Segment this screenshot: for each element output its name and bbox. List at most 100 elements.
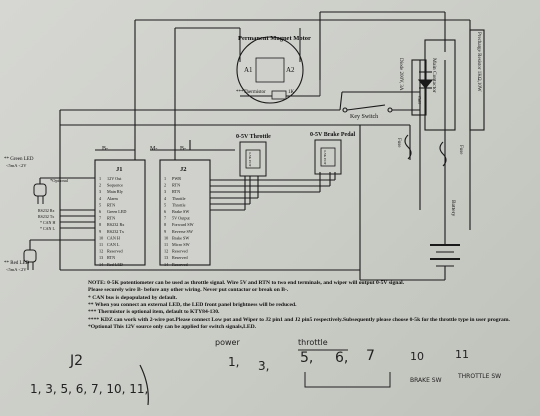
key-switch-label: Key Switch: [350, 114, 378, 120]
diode-label: Diode 200V, 3A: [398, 58, 403, 91]
j2-pin-num: 2: [164, 183, 166, 188]
wires: [29, 11, 485, 281]
fuse-label-2: Fuse: [458, 145, 463, 155]
hand-left-pins: 1, 3, 5, 6, 7, 10, 11,: [30, 382, 148, 396]
handwriting: J2 1, 3, 5, 6, 7, 10, 11, power throttle…: [30, 338, 501, 406]
can-h-label: * CAN H: [40, 220, 55, 225]
hand-throttle: throttle: [298, 338, 328, 347]
j1-pin-num: 12: [99, 249, 103, 254]
j1-pin-label: Main Rly: [107, 189, 124, 194]
bus-m-minus: M-: [150, 146, 157, 152]
j2-pin-num: 10: [164, 235, 168, 240]
j1-pin-label: RTN: [107, 255, 115, 260]
j2-pin-label: RTN: [172, 189, 180, 194]
green-led-spec: <5mA <2V: [6, 163, 27, 168]
hand-pin-7: 7: [366, 348, 375, 364]
j2-pin-label: 5V Output: [172, 216, 191, 221]
j1-pin-num: 11: [99, 242, 103, 247]
j2-pin-label: RTN: [172, 183, 180, 188]
note-line: *** Thermistor is optional item, default…: [88, 309, 220, 316]
j1-pin-num: 9: [99, 229, 101, 234]
j1-pin-num: 4: [99, 196, 102, 201]
j2-pin-label: Micro SW: [172, 242, 190, 247]
j1-pin-label: CAN L: [107, 242, 120, 247]
j1-pin-label: Alarm: [107, 196, 118, 201]
connector-j2: [159, 159, 211, 266]
optional-label: *Optional: [50, 178, 69, 183]
j1-pin-num: 6: [99, 209, 101, 214]
j1-pin-label: CAN H: [107, 235, 120, 240]
hand-pin-11: 11: [455, 348, 469, 361]
hand-brake-sw: BRAKE SW: [410, 377, 442, 384]
hand-power: power: [215, 338, 240, 347]
j1-pin-num: 7: [99, 216, 101, 221]
throttle-pot-label: 0-5K POT: [248, 152, 252, 168]
j2-pin-label: PWR: [172, 176, 181, 181]
j2-pin-label: Reserved: [172, 262, 188, 267]
j1-pin-label: Reserved: [107, 249, 123, 254]
j2-pin-label: Forward SW: [172, 222, 194, 227]
j1-pin-num: 8: [99, 222, 101, 227]
rs232-tx-label: RS232 Tx: [38, 214, 54, 219]
connector-j1: [94, 159, 146, 266]
j1-pin-num: 5: [99, 202, 101, 207]
j1-pin-num: 14: [99, 262, 104, 267]
green-led-label: ** Green LED: [4, 157, 34, 162]
throttle-title: 0-5V Throttle: [236, 134, 271, 140]
brake-title: 0-5V Brake Pedal: [310, 132, 356, 138]
note-line: NOTE: 0-5K potentiometer can be used as …: [88, 280, 405, 286]
j1-pin-label: Sequence: [107, 183, 123, 188]
j1-pin-label: Red LED: [107, 262, 123, 267]
j1-pin-num: 2: [99, 183, 101, 188]
j2-pin-num: 3: [164, 189, 166, 194]
red-led-icon: [23, 249, 37, 270]
j2-pin-num: 13: [164, 255, 168, 260]
j2-pin-label: Brake SW: [172, 235, 189, 240]
note-line: *Optional This 12V source only can be ap…: [88, 323, 257, 330]
battery-label: Battery: [450, 200, 456, 216]
hand-j2: J2: [69, 353, 83, 369]
j2-title: J2: [180, 166, 187, 173]
j1-pin-num: 13: [99, 255, 103, 260]
j2-pin-label: Throttle: [172, 202, 186, 207]
j2-pin-num: 12: [164, 249, 168, 254]
j2-pin-num: 9: [164, 229, 166, 234]
j1-pin-num: 1: [99, 176, 101, 181]
j1-pin-label: RS232 Rx: [107, 222, 125, 227]
hand-pin-10: 10: [410, 350, 424, 363]
j2-pin-num: 8: [164, 222, 166, 227]
hand-pin-3: 3,: [258, 359, 269, 373]
note-line: ** When you connect an external LED, the…: [88, 301, 297, 308]
j2-pin-label: Reverse SW: [172, 229, 193, 234]
red-led-label: ** Red LED: [4, 261, 30, 266]
j1-pin-label: RTN: [107, 216, 115, 221]
j1-pin-num: 3: [99, 189, 101, 194]
rs232-rx-label: RS232 Rx: [38, 208, 55, 213]
brake-pot-label: 0-5K POT: [323, 150, 327, 166]
j2-pin-num: 6: [164, 209, 166, 214]
j2-pin-num: 7: [164, 216, 166, 221]
throttle-module: [239, 141, 267, 177]
note-line: Please securely wire B- before any other…: [88, 287, 289, 294]
hand-pin-5: 5,: [300, 350, 313, 366]
j2-pin-label: Throttle: [172, 196, 186, 201]
j1-pin-label: Green LED: [107, 209, 126, 214]
red-led-spec: <5mA <2V: [6, 267, 27, 272]
motor-terminal-a1: A1: [244, 66, 253, 74]
motor-title: Permanent Magnet Motor: [238, 35, 311, 42]
j1-pin-label: RTN: [107, 202, 115, 207]
j1-pin-label: 12V Out: [107, 176, 122, 181]
j1-title: J1: [116, 166, 123, 173]
note-line: **** KDZ can work with 2-wire pot.Please…: [88, 316, 510, 323]
j2-pin-label: Brake SW: [172, 209, 189, 214]
bus-b-minus-2: B-: [180, 146, 186, 152]
thermistor-k-label: 1K: [288, 90, 295, 95]
hand-throttle-sw: THROTTLE SW: [457, 373, 501, 380]
thermistor-label: ***Thermistor: [236, 90, 266, 95]
precharge-label: Precharge Resistor 1KΩ,10W: [476, 32, 481, 92]
j1-pin-label: RS232 Tx: [107, 229, 125, 234]
j2-pin-label: Reserved: [172, 255, 188, 260]
